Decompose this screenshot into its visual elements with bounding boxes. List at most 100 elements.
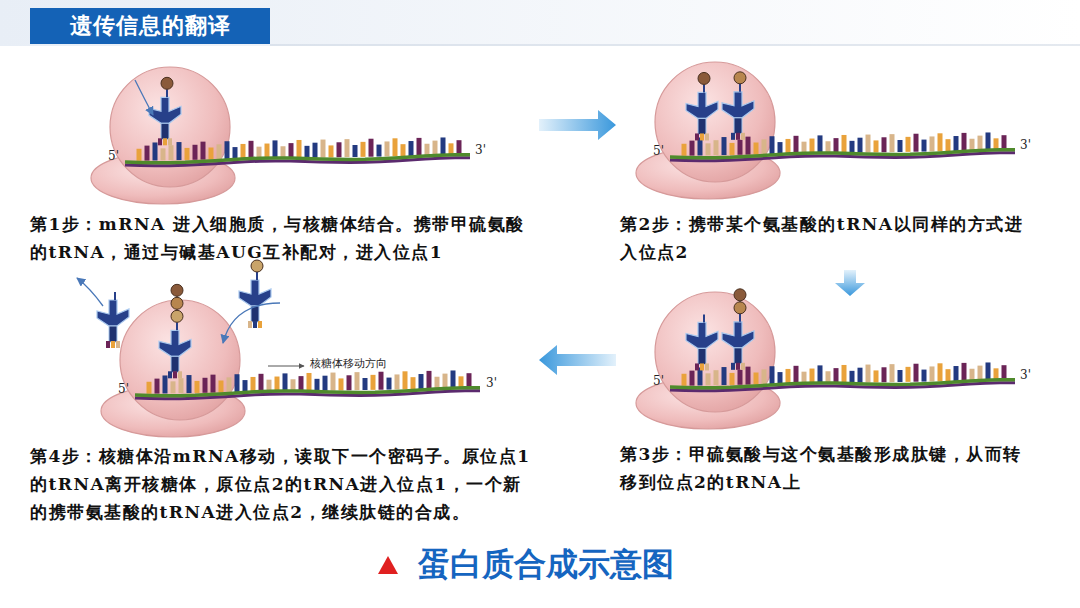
mrna-base <box>395 374 400 389</box>
mrna-base <box>355 372 360 390</box>
mrna-base <box>954 366 959 381</box>
anticodon-base <box>705 133 709 140</box>
mrna-base <box>433 141 438 156</box>
mrna-base <box>938 133 943 151</box>
trna-body <box>159 330 191 356</box>
mrna-base <box>169 145 174 160</box>
mrna-base <box>161 148 166 160</box>
step-text: 第2步：携带某个氨基酸的tRNA以同样的方式进入位点2 <box>620 210 1035 266</box>
trna <box>159 284 191 378</box>
mrna-base <box>786 369 791 384</box>
mrna-base <box>345 139 350 157</box>
anticodon-base <box>695 133 699 140</box>
mrna-base <box>323 376 328 391</box>
entry-arrow <box>223 303 280 343</box>
anticodon-arm <box>109 326 117 342</box>
mrna-base <box>906 137 911 152</box>
mrna-base <box>706 143 711 155</box>
mrna-base <box>305 146 310 158</box>
mrna-base <box>914 364 919 382</box>
anticodon-base <box>741 133 745 140</box>
mrna-base <box>786 139 791 154</box>
mrna-base <box>914 134 919 152</box>
mrna-base <box>219 381 224 393</box>
mrna-base <box>417 138 422 156</box>
mrna-base <box>435 377 440 389</box>
mrna-base <box>179 378 184 393</box>
mrna-base <box>321 140 326 158</box>
mrna-base <box>986 132 991 150</box>
mrna-base <box>818 135 823 153</box>
acceptor-stem <box>703 84 705 92</box>
step-panel: 第4步：核糖体沿mRNA移动，读取下一个密码子。原位点1的tRNA离开核糖体，原… <box>30 275 535 526</box>
mrna-base <box>874 140 879 152</box>
direction-label: 核糖体移动方向 <box>310 358 387 371</box>
mrna-base <box>353 145 358 157</box>
strand-end-label: 5' <box>653 145 664 159</box>
mrna-base <box>201 142 206 160</box>
mrna-base <box>393 138 398 156</box>
mrna-base <box>265 144 270 159</box>
anticodon-base <box>106 341 110 348</box>
large-subunit <box>120 300 240 420</box>
mrna-base <box>467 373 472 388</box>
anticodon-arm <box>251 306 259 322</box>
mrna-base <box>347 375 352 390</box>
mrna-base <box>762 139 767 154</box>
mrna-base <box>339 378 344 390</box>
acceptor-stem <box>703 314 705 322</box>
mrna-base <box>283 373 288 391</box>
strand-end-label: 3' <box>1020 369 1031 383</box>
mrna-base <box>778 372 783 384</box>
mrna-base <box>243 380 248 392</box>
acceptor-stem <box>256 272 258 280</box>
anticodon-base <box>741 363 745 370</box>
mrna-base <box>259 374 264 392</box>
mrna-base <box>153 142 158 160</box>
mrna-base <box>834 368 839 383</box>
acceptor-stem <box>176 322 178 330</box>
mrna-base <box>137 149 142 161</box>
mrna-base <box>866 365 871 383</box>
mrna-base <box>401 144 406 156</box>
strand-end-label: 5' <box>118 383 129 397</box>
mrna-base <box>155 379 160 394</box>
anticodon-base <box>253 321 257 328</box>
amino-acid <box>171 297 183 309</box>
mrna-base <box>409 141 414 156</box>
trna-body <box>722 322 754 348</box>
mrna-strand <box>125 155 470 163</box>
anticodon-base <box>258 321 262 328</box>
acceptor-stem <box>166 89 168 97</box>
exit-arrow <box>77 278 103 306</box>
flow-arrow <box>539 110 616 140</box>
mrna-base <box>858 368 863 383</box>
mrna-base <box>722 137 727 155</box>
mrna-base <box>441 137 446 155</box>
strand-end-label: 3' <box>475 144 486 158</box>
mrna-base <box>211 375 216 393</box>
step-panel: 第2步：携带某个氨基酸的tRNA以同样的方式进入位点2 <box>620 60 1035 266</box>
amino-acid <box>171 310 183 322</box>
anticodon-base <box>168 371 172 378</box>
title-bar: 遗传信息的翻译 <box>30 8 270 44</box>
strand-end-label: 3' <box>1020 139 1031 153</box>
caption-text: 蛋白质合成示意图 <box>418 543 674 587</box>
mrna-base <box>746 137 751 155</box>
mrna-base <box>978 136 983 151</box>
mrna-base <box>898 370 903 382</box>
amino-acid <box>698 72 710 84</box>
mrna-base <box>978 366 983 381</box>
mrna-base <box>682 374 687 386</box>
mrna-base <box>850 371 855 383</box>
mrna-base <box>315 379 320 391</box>
mrna-base <box>369 139 374 157</box>
mrna-base <box>443 374 448 389</box>
trna-body <box>686 92 718 118</box>
anticodon-base <box>731 363 735 370</box>
mrna-base <box>794 366 799 384</box>
mrna-base <box>1002 365 1007 380</box>
mrna-base <box>307 373 312 391</box>
mrna-base <box>403 371 408 389</box>
